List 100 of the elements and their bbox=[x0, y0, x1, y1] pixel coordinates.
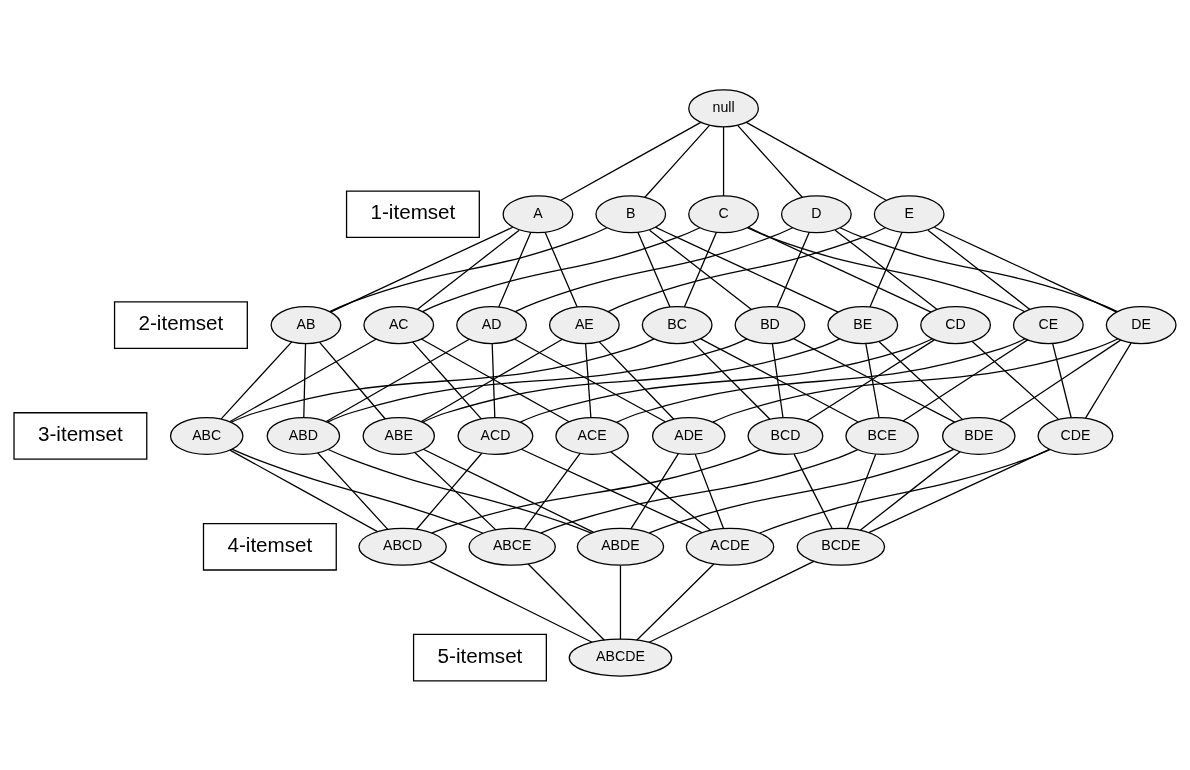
node-box: 5-itemset bbox=[412, 633, 547, 681]
connector bbox=[428, 560, 593, 643]
connector bbox=[421, 226, 701, 312]
connector bbox=[630, 452, 680, 530]
connector bbox=[229, 448, 379, 532]
connector bbox=[527, 562, 606, 641]
connector bbox=[519, 337, 934, 423]
node-ellipse: ADE bbox=[651, 416, 726, 455]
node-ellipse: A bbox=[502, 194, 574, 233]
connector bbox=[637, 231, 671, 308]
connector bbox=[747, 226, 932, 313]
node-box: 4-itemset bbox=[202, 522, 337, 571]
connector bbox=[1051, 342, 1072, 418]
connector bbox=[1084, 341, 1132, 419]
connector bbox=[746, 226, 1026, 312]
connector bbox=[416, 229, 520, 310]
connector bbox=[846, 453, 877, 529]
node-ellipse: ABCDE bbox=[568, 638, 673, 677]
connector bbox=[411, 340, 482, 419]
connector bbox=[619, 564, 622, 640]
node-ellipse: ACE bbox=[555, 416, 629, 455]
connector bbox=[806, 338, 935, 422]
node-ellipse: AD bbox=[456, 305, 527, 344]
connector bbox=[421, 337, 841, 423]
connector bbox=[229, 338, 377, 422]
connector bbox=[654, 226, 839, 313]
node-ellipse: DE bbox=[1105, 305, 1177, 344]
connector bbox=[902, 338, 1029, 422]
connector bbox=[220, 340, 293, 419]
connector bbox=[737, 124, 804, 198]
connector bbox=[759, 448, 1051, 534]
node-ellipse: CD bbox=[920, 305, 992, 344]
connector bbox=[539, 448, 859, 534]
connector bbox=[329, 226, 608, 312]
connector bbox=[793, 453, 833, 529]
node-ellipse: CDE bbox=[1037, 416, 1114, 455]
connector bbox=[231, 448, 484, 534]
connector bbox=[520, 448, 703, 533]
node-ellipse: ABE bbox=[362, 416, 436, 455]
node-ellipse: E bbox=[873, 194, 945, 233]
connector bbox=[413, 451, 497, 531]
node-ellipse: BE bbox=[827, 305, 899, 344]
node-ellipse: BD bbox=[734, 305, 806, 344]
connector bbox=[771, 342, 784, 418]
connector bbox=[523, 452, 581, 530]
connector bbox=[878, 340, 964, 420]
connector bbox=[327, 448, 593, 534]
node-ellipse: AC bbox=[363, 305, 435, 344]
connector bbox=[636, 562, 715, 641]
connector bbox=[644, 124, 711, 198]
connector bbox=[230, 337, 655, 423]
connector bbox=[700, 337, 859, 423]
node-ellipse: B bbox=[595, 194, 667, 233]
node-ellipse: null bbox=[688, 88, 759, 127]
connector bbox=[615, 337, 1026, 423]
connector bbox=[491, 342, 496, 418]
connector bbox=[868, 448, 1051, 533]
connector bbox=[544, 231, 578, 308]
connector bbox=[330, 226, 514, 313]
node-ellipse: ABD bbox=[266, 416, 341, 455]
connector bbox=[648, 229, 753, 310]
connector bbox=[584, 342, 592, 418]
connector bbox=[316, 451, 389, 530]
connector bbox=[607, 226, 887, 312]
node-ellipse: CE bbox=[1012, 305, 1084, 344]
connector bbox=[971, 340, 1060, 420]
node-ellipse: ABCD bbox=[358, 527, 447, 566]
node-ellipse: AB bbox=[270, 305, 342, 344]
connector bbox=[792, 337, 956, 423]
connector bbox=[598, 340, 675, 420]
node-ellipse: ACD bbox=[457, 416, 534, 455]
node-box: 1-itemset bbox=[345, 189, 480, 238]
connector bbox=[327, 337, 748, 423]
connector bbox=[325, 338, 470, 422]
connector bbox=[869, 231, 903, 308]
connector bbox=[839, 226, 1119, 312]
connector bbox=[560, 121, 702, 201]
node-box: 2-itemset bbox=[113, 300, 248, 349]
connector bbox=[498, 231, 532, 308]
connector bbox=[834, 229, 938, 310]
connector bbox=[865, 342, 880, 418]
node-ellipse: AE bbox=[548, 305, 620, 344]
connector bbox=[683, 231, 717, 308]
connector bbox=[927, 229, 1031, 310]
node-ellipse: BC bbox=[641, 305, 713, 344]
connector bbox=[648, 448, 955, 534]
connector bbox=[319, 341, 386, 420]
connector bbox=[712, 337, 1119, 423]
connector bbox=[648, 560, 815, 643]
node-ellipse: ABC bbox=[169, 416, 244, 455]
node-ellipse: C bbox=[688, 194, 759, 233]
node-ellipse: BDE bbox=[941, 416, 1016, 455]
connector bbox=[745, 121, 887, 201]
connector bbox=[999, 338, 1122, 421]
connector bbox=[859, 450, 961, 531]
connector bbox=[722, 125, 725, 197]
connector bbox=[514, 226, 794, 312]
node-ellipse: ABDE bbox=[576, 527, 665, 566]
connector bbox=[415, 452, 483, 530]
node-ellipse: BCD bbox=[747, 416, 824, 455]
